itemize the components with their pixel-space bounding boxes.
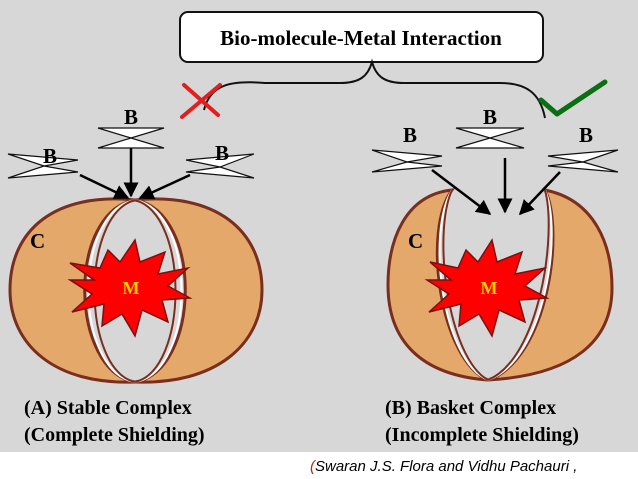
panel-b-ligand-right: B [547,123,619,173]
panel-a-caption-line1: (A) Stable Complex [24,397,192,419]
check-mark-icon [538,79,608,117]
panel-b-arrow-right [518,171,561,216]
panel-a-carrier-label: C [30,229,45,253]
svg-text:B: B [579,123,593,147]
panel-b-complex: M C B B B [371,105,619,382]
panel-a-arrow-right [138,173,191,200]
panel-b-caption-line2: (Incomplete Shielding) [385,424,579,446]
panel-a-ligand-top: B [97,105,165,149]
panel-a-ligand-right: B [185,141,255,179]
panel-a-caption-line2: (Complete Shielding) [24,424,205,446]
panel-a-complex: M C B B B [7,105,264,384]
svg-text:B: B [124,105,138,129]
panel-b-metal-label: M [481,278,498,298]
title-box [179,11,544,63]
panel-b-ligand-left: B [371,123,443,173]
title-text: Bio-molecule-Metal Interaction [220,26,502,50]
panel-b-caption-line1: (B) Basket Complex [385,397,556,419]
title-bracket [203,58,546,119]
cross-mark-icon [180,83,222,119]
citation-open-paren: ( [310,458,315,475]
svg-text:B: B [403,123,417,147]
panel-a-arrow-left [79,173,130,200]
panel-b-arrow-left [431,169,492,215]
citation: (Swaran J.S. Flora and Vidhu Pachauri , [310,458,638,479]
svg-text:B: B [215,141,229,165]
diagram-canvas: Bio-molecule-Metal Interaction M C B B [0,0,638,452]
svg-text:B: B [483,105,497,129]
panel-a-metal-label: M [123,278,140,298]
panel-a-shell-right [134,197,264,384]
panel-b-metal-star [424,238,550,338]
panel-a-ligand-left: B [7,144,79,179]
panel-b-carrier-label: C [408,229,423,253]
citation-text: Swaran J.S. Flora and Vidhu Pachauri , [315,458,578,475]
panel-b-shell-right [487,187,614,382]
panel-a-metal-star [67,238,193,338]
panel-b-ligand-top: B [455,105,525,149]
svg-text:B: B [43,144,57,168]
diagram-svg: Bio-molecule-Metal Interaction M C B B [7,11,619,446]
panel-a-shell-left [8,197,136,384]
